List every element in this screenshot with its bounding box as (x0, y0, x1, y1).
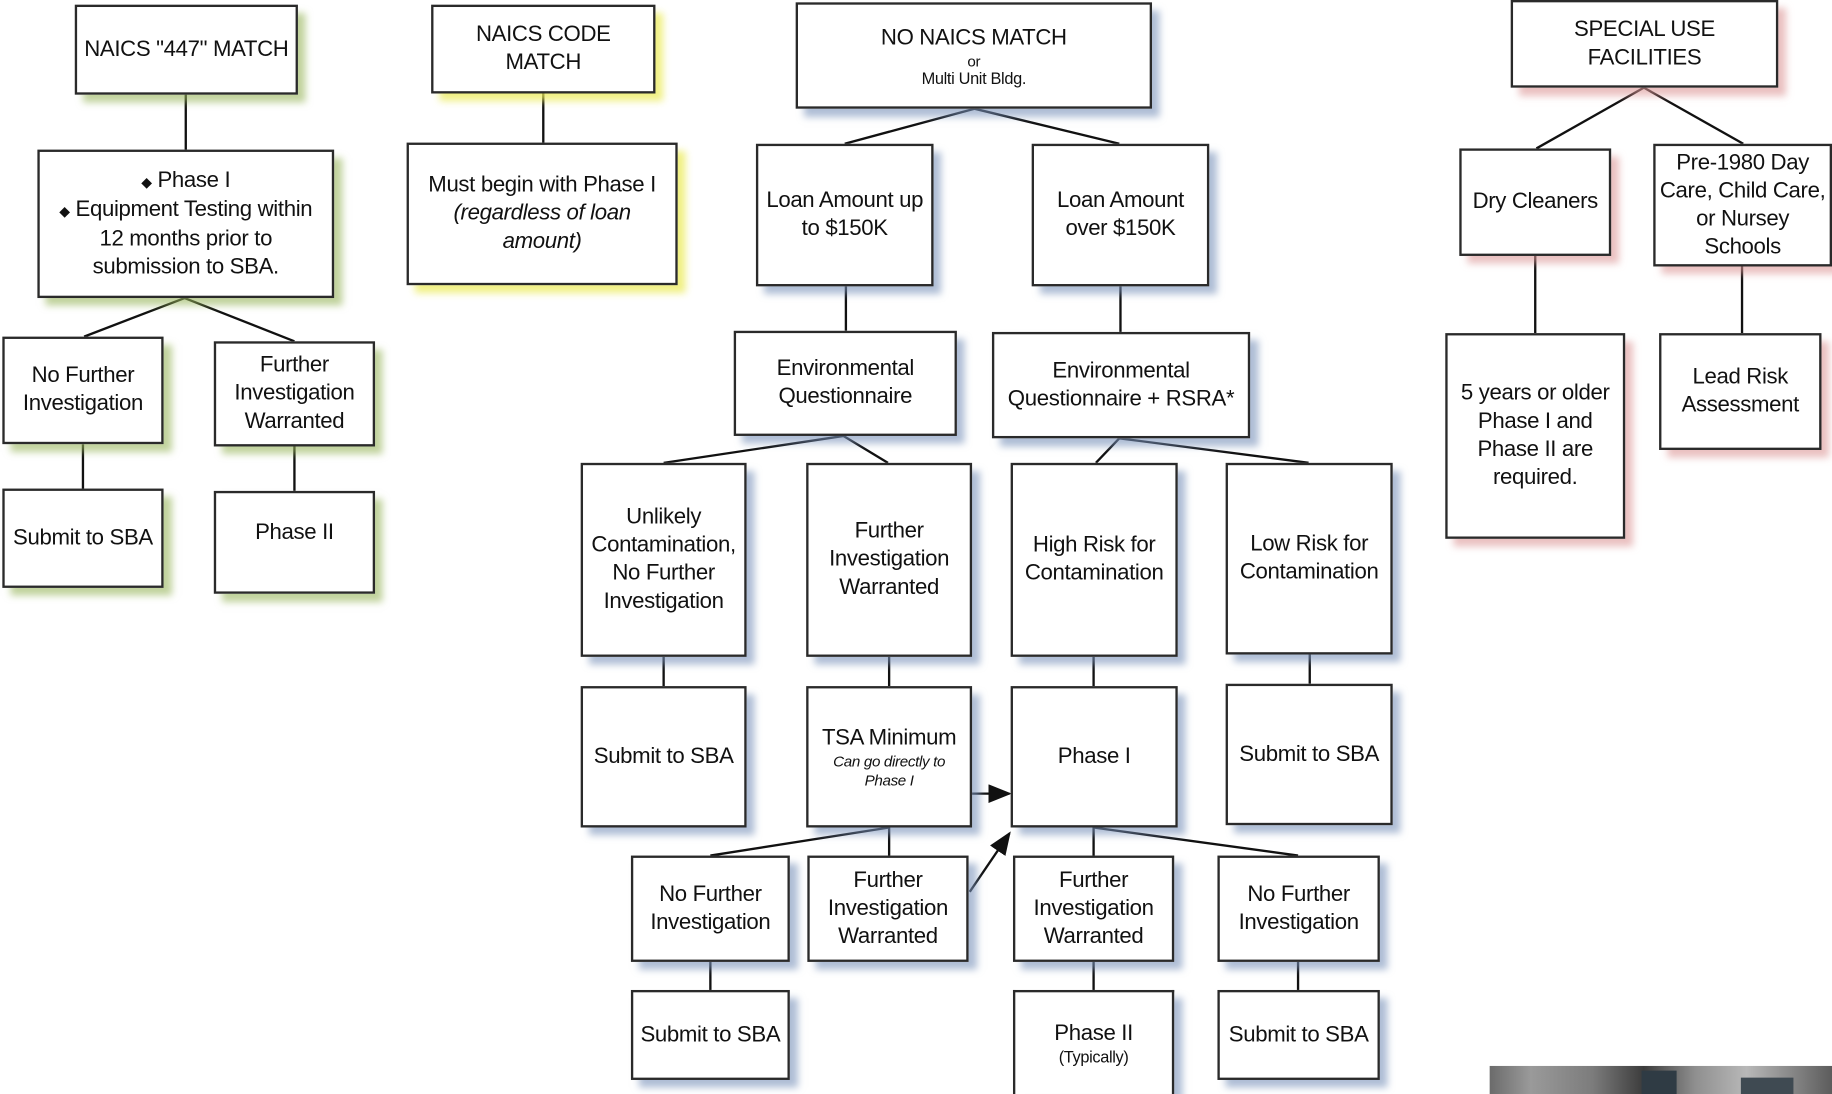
bullet-icon: ◆ (141, 173, 152, 190)
tsa-minimum-box: TSA Minimum Can go directly to Phase I (806, 686, 973, 828)
phase-ii-typically-box: Phase II (Typically) (1012, 989, 1175, 1094)
submit-to-sba-box: Submit to SBA (2, 488, 164, 588)
no-further-investigation-box: No Further Investigation (2, 336, 164, 445)
daycare-box: Pre-1980 Day Care, Child Care, or Nursey… (1653, 143, 1832, 267)
building-photo (1489, 1065, 1832, 1094)
photo-building-shape (1740, 1077, 1794, 1094)
submit-to-sba-box-1: Submit to SBA (580, 686, 747, 828)
special-use-facilities-header: SPECIAL USE FACILITIES (1510, 0, 1779, 88)
further-investigation-box-1: Further Investigation Warranted (806, 462, 973, 657)
phase-i-box: Phase I (1010, 686, 1178, 828)
submit-to-sba-box-3: Submit to SBA (630, 989, 790, 1080)
further-investigation-box-3: Further Investigation Warranted (1012, 855, 1175, 962)
submit-to-sba-box-4: Submit to SBA (1217, 989, 1380, 1080)
no-naics-match-header: NO NAICS MATCH or Multi Unit Bldg. (795, 2, 1153, 109)
special-use-facilities-title: SPECIAL USE FACILITIES (1574, 16, 1715, 70)
requirement-item: ◆ Phase I (141, 167, 231, 193)
naics-447-title: NAICS "447" MATCH (84, 36, 289, 62)
naics-447-requirements: ◆ Phase I ◆ Equipment Testing within 12 … (37, 149, 335, 299)
no-further-investigation-box-2: No Further Investigation (630, 855, 790, 962)
naics-code-match-header: NAICS CODE MATCH (431, 4, 656, 94)
loan-up-to-150k-box: Loan Amount up to $150K (755, 143, 934, 287)
further-investigation-box-2: Further Investigation Warranted (807, 855, 969, 962)
naics-447-header: NAICS "447" MATCH (74, 4, 298, 95)
bullet-icon: ◆ (59, 202, 70, 220)
phase-ii-box: Phase II (213, 490, 376, 594)
requirement-item: ◆ Equipment Testing within 12 months pri… (59, 196, 313, 279)
five-years-requirement-box: 5 years or older Phase I and Phase II ar… (1445, 333, 1626, 539)
no-naics-match-title: NO NAICS MATCH (880, 25, 1067, 50)
environmental-questionnaire-rsra-box: Environmental Questionnaire + RSRA* (991, 331, 1251, 439)
environmental-questionnaire-box: Environmental Questionnaire (733, 330, 957, 436)
low-risk-box: Low Risk for Contamination (1225, 462, 1393, 655)
lead-risk-assessment-box: Lead Risk Assessment (1659, 333, 1822, 450)
submit-to-sba-box-2: Submit to SBA (1225, 683, 1393, 826)
unlikely-contamination-box: Unlikely Contamination, No Further Inves… (580, 462, 747, 657)
high-risk-box: High Risk for Contamination (1010, 462, 1178, 657)
must-begin-phase-i-box: Must begin with Phase I (regardless of l… (406, 142, 678, 286)
naics-code-match-title: NAICS CODE MATCH (475, 22, 611, 75)
photo-building-shape (1641, 1070, 1677, 1094)
further-investigation-box: Further Investigation Warranted (213, 341, 376, 447)
dry-cleaners-box: Dry Cleaners (1459, 148, 1612, 256)
no-further-investigation-box-3: No Further Investigation (1217, 855, 1380, 962)
loan-over-150k-box: Loan Amount over $150K (1031, 143, 1210, 287)
